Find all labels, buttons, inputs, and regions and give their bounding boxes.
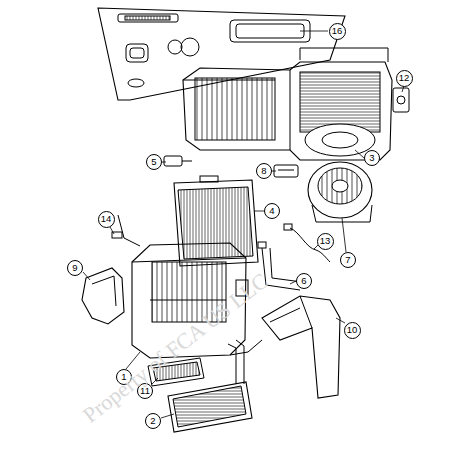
callout-circle: 5 (146, 154, 162, 170)
callout-number: 6 (301, 276, 306, 286)
callout-number: 12 (399, 73, 410, 83)
callout-number: 13 (320, 236, 331, 246)
callout-number: 14 (101, 214, 112, 224)
callout-circle: 9 (67, 260, 83, 276)
callout-number: 4 (269, 206, 274, 216)
callout-circle: 16 (329, 23, 346, 40)
callout-circle: 2 (145, 413, 161, 429)
callout-circle: 8 (256, 163, 272, 179)
rear-duct (262, 296, 340, 398)
callout-number: 9 (72, 263, 77, 273)
callout-circle: 14 (98, 211, 115, 228)
callout-circle: 3 (364, 150, 380, 166)
callout-number: 16 (332, 26, 343, 36)
callout-number: 8 (261, 166, 266, 176)
callout-number: 7 (345, 255, 350, 265)
callout-circle: 6 (296, 273, 312, 289)
actuator (393, 88, 409, 112)
callout-circle: 7 (340, 252, 356, 268)
blower-motor (308, 162, 372, 222)
blower-resistor (274, 165, 298, 177)
floor-duct (82, 268, 124, 324)
callout-number: 10 (347, 325, 358, 335)
upper-housing (183, 48, 392, 160)
wire-harness (284, 224, 330, 262)
callout-number: 2 (150, 416, 155, 426)
callout-circle: 12 (396, 70, 413, 87)
sensor (164, 156, 192, 166)
callout-circle: 10 (344, 322, 361, 339)
sensor-wire (112, 215, 140, 246)
callout-number: 5 (151, 157, 156, 167)
callout-number: 3 (369, 153, 374, 163)
callout-circle: 4 (264, 203, 280, 219)
callout-circle: 13 (317, 233, 334, 250)
evaporator (174, 176, 258, 266)
leader-line (83, 31, 404, 418)
